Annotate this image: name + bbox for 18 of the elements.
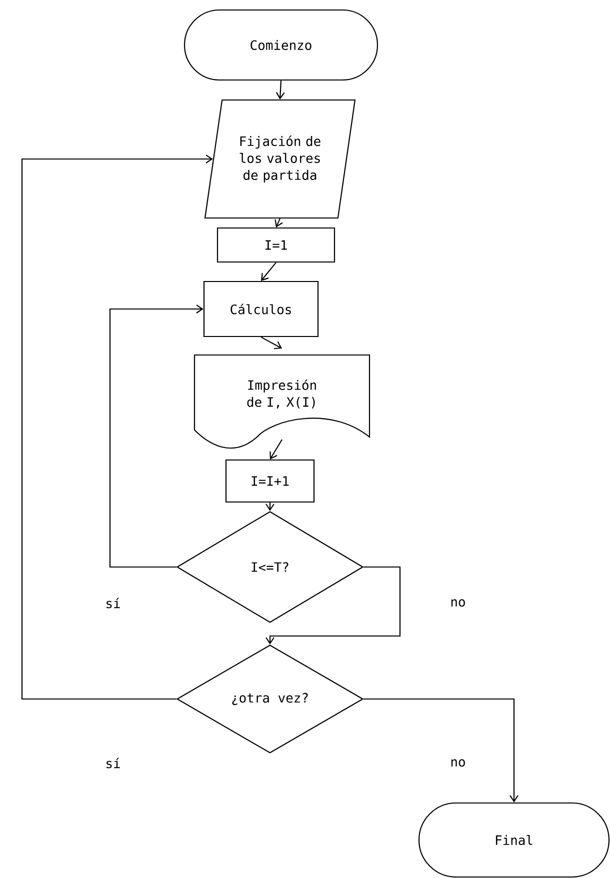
arrow bbox=[274, 218, 283, 228]
arrow bbox=[109, 304, 204, 568]
arrow bbox=[260, 336, 282, 350]
process-box: I=I+1 bbox=[225, 459, 315, 503]
arrow bbox=[270, 439, 282, 460]
arrow bbox=[261, 262, 276, 281]
process-box: Cálculos bbox=[203, 280, 319, 338]
input-parallelogram: Fijación de los valores de partida bbox=[204, 99, 356, 219]
arrow bbox=[21, 154, 213, 700]
arrow bbox=[266, 566, 401, 644]
edge-label: no bbox=[448, 597, 468, 609]
process-box: I=1 bbox=[216, 227, 336, 263]
edge-label: sí bbox=[103, 596, 123, 610]
edge-label: no bbox=[448, 757, 468, 769]
arrow bbox=[364, 698, 518, 802]
edge-label: sí bbox=[103, 756, 123, 770]
arrow bbox=[266, 502, 274, 511]
arrow bbox=[276, 80, 285, 100]
